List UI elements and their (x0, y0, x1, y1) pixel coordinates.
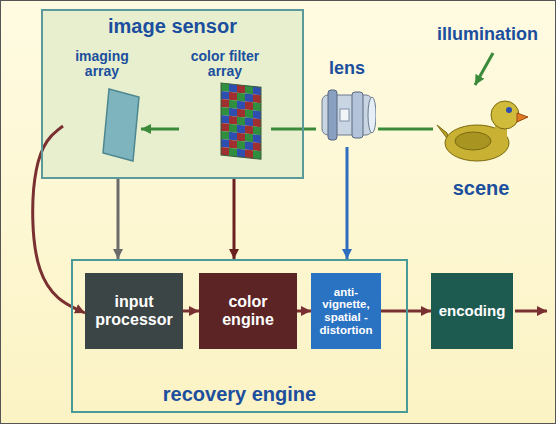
filter-cell (237, 85, 245, 94)
node-label: color engine (203, 293, 293, 328)
output-arrow (515, 310, 547, 313)
text-label: illumination (437, 25, 538, 45)
filter-cell (245, 126, 253, 135)
imaging-array: imaging array (63, 49, 141, 161)
filter-cell (237, 133, 245, 142)
node-label: imaging array (63, 49, 141, 80)
filter-cell (229, 116, 237, 125)
group-box: imaging array color filter array image sen… (41, 9, 304, 179)
flow-arrow (297, 310, 311, 313)
filter-cell (221, 131, 229, 140)
filter-cell (229, 92, 237, 101)
lens-ring (352, 92, 363, 138)
filter-cell (221, 83, 229, 92)
node-label: lens (329, 59, 365, 79)
process-box: anti- vignette, spatial - distortion (311, 273, 381, 349)
filter-cell (229, 124, 237, 133)
filter-cell (237, 141, 245, 150)
color-filter-array-drawing (213, 81, 269, 161)
scene-drawing (433, 89, 529, 169)
filter-cell (253, 150, 261, 159)
filter-cell (245, 102, 253, 111)
filter-cell (245, 86, 253, 95)
imaging-array-drawing (99, 87, 141, 163)
filter-cell (229, 140, 237, 149)
sensor-ground (41, 9, 304, 179)
filter-cell (253, 142, 261, 151)
lens-glass (368, 97, 376, 133)
color-filter-array: color filter array (179, 49, 271, 161)
filter-cell (245, 134, 253, 143)
filter-cell (221, 99, 229, 108)
process-box: color engine (199, 273, 297, 349)
filter-outline (221, 83, 261, 159)
flow-arrow (381, 310, 431, 313)
filter-cell (245, 110, 253, 119)
filter-cell (221, 115, 229, 124)
filter-cell (245, 142, 253, 151)
lens-detail (340, 109, 349, 121)
filter-cell (229, 148, 237, 157)
filter-cell (229, 108, 237, 117)
filter-cell (237, 93, 245, 102)
filter-cell (253, 118, 261, 127)
filter-cell (253, 126, 261, 135)
filter-cell (237, 149, 245, 158)
duck-eye (506, 107, 512, 113)
filter-cell (253, 102, 261, 111)
duck-head (491, 101, 519, 129)
lens-ring (328, 90, 337, 140)
filter-cell (237, 125, 245, 134)
filter-cell (237, 109, 245, 118)
duck-wing (455, 132, 491, 150)
node-label: color filter array (179, 49, 271, 80)
filter-cell (221, 139, 229, 148)
duck-beak (517, 113, 528, 122)
filter-cell (253, 110, 261, 119)
flow-arrow (271, 128, 316, 131)
sensor-plate (103, 89, 139, 161)
filter-cell (245, 150, 253, 159)
filter-cell (245, 94, 253, 103)
scene: scene (433, 89, 529, 201)
lens: lens (316, 59, 378, 147)
flow-arrow (378, 128, 433, 131)
filter-cell (237, 117, 245, 126)
filter-cell (221, 147, 229, 156)
process-box: encoding (431, 273, 513, 349)
filter-cell (221, 107, 229, 116)
node-label: recovery engine (163, 383, 316, 405)
filter-cell (253, 94, 261, 103)
flow-arrow (346, 147, 349, 259)
node-label: input processor (89, 293, 179, 328)
filter-cell (237, 101, 245, 110)
node-label: anti- vignette, spatial - distortion (314, 286, 378, 337)
filter-cell (221, 91, 229, 100)
lens-drawing (318, 83, 376, 145)
node-label: encoding (439, 303, 506, 320)
flow-arrow (117, 179, 120, 259)
filter-cell (229, 100, 237, 109)
illumination-arrow (475, 53, 493, 85)
filter-cell (253, 134, 261, 143)
process-box: input processor (85, 273, 183, 349)
filter-cell (245, 118, 253, 127)
flow-arrow (233, 179, 236, 259)
flow-arrow (141, 128, 179, 131)
node-label: image sensor (108, 15, 237, 37)
group-box: input processor color engine anti- vignett… (71, 259, 408, 413)
filter-cell (221, 123, 229, 132)
filter-cell (253, 86, 261, 95)
node-label: scene (453, 177, 510, 199)
filter-cell (229, 84, 237, 93)
filter-cell (229, 132, 237, 141)
flow-arrow (183, 310, 199, 313)
